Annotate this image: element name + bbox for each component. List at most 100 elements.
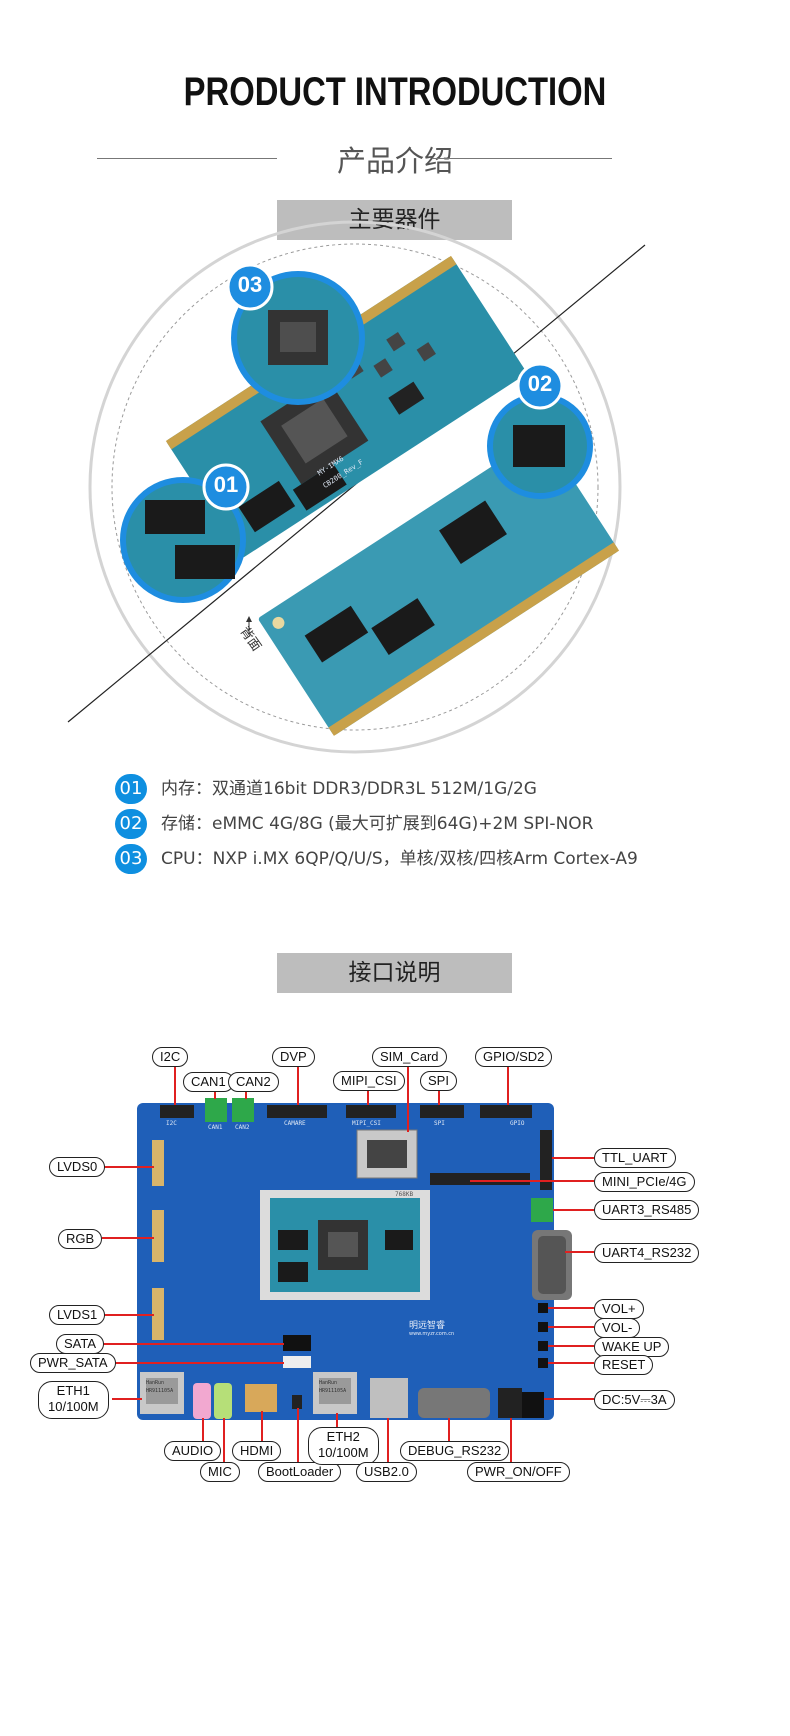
line-eth2	[336, 1413, 338, 1429]
silk-can1: CAN1	[208, 1124, 223, 1131]
badge-03-text: 03	[237, 272, 263, 297]
label-gpio-sd2: GPIO/SD2	[475, 1047, 553, 1067]
label-i2c: I2C	[152, 1047, 189, 1067]
label-dc-5v: DC:5V⎓3A	[594, 1390, 675, 1410]
rs485-terminal	[531, 1198, 553, 1222]
label-mipi-csi: MIPI_CSI	[333, 1071, 405, 1091]
line-wake	[548, 1345, 594, 1347]
label-mic: MIC	[200, 1462, 240, 1482]
line-sata	[102, 1343, 284, 1345]
silk-eth2-chip: HR911105A	[319, 1388, 347, 1394]
label-mini-pcie: MINI_PCIe/4G	[594, 1172, 695, 1192]
line-eth1	[112, 1398, 142, 1400]
feature-text: 存储：eMMC 4G/8G (最大可扩展到64G)+2M SPI-NOR	[161, 814, 594, 834]
btn-wake	[538, 1341, 548, 1351]
line-dvp	[297, 1064, 299, 1105]
badge-01-text: 01	[213, 472, 239, 497]
line-mini-pcie	[470, 1180, 594, 1182]
feature-number: 01	[115, 774, 147, 804]
mic-jack	[214, 1383, 232, 1419]
line-i2c	[174, 1064, 176, 1105]
silk-eth1-chip: HR911105A	[146, 1388, 174, 1394]
silk-gpio: GPIO	[510, 1120, 525, 1127]
label-wake-up: WAKE UP	[594, 1337, 670, 1357]
label-usb: USB2.0	[356, 1462, 417, 1482]
spi-header	[420, 1105, 464, 1118]
line-bootloader	[297, 1408, 299, 1463]
label-uart3-rs485: UART3_RS485	[594, 1200, 700, 1220]
rgb-conn	[152, 1210, 164, 1262]
silk-camare: CAMARE	[284, 1120, 306, 1127]
label-eth2: ETH2 10/100M	[308, 1427, 379, 1465]
label-lvds0: LVDS0	[49, 1157, 106, 1177]
line-spi	[438, 1088, 440, 1105]
label-audio: AUDIO	[164, 1441, 222, 1461]
line-gpio	[507, 1064, 509, 1105]
line-ttl	[552, 1157, 594, 1159]
core-module-illustration	[67, 220, 646, 754]
line-vol-minus	[548, 1326, 594, 1328]
label-dvp: DVP	[272, 1047, 315, 1067]
line-uart4	[565, 1251, 594, 1253]
feature-text: CPU：NXP i.MX 6QP/Q/U/S，单核/双核/四核Arm Corte…	[161, 849, 638, 869]
db9-debug	[418, 1388, 490, 1418]
label-bootloader: BootLoader	[258, 1462, 342, 1482]
dvp-header	[267, 1105, 327, 1118]
line-lvds0	[102, 1166, 154, 1168]
badge-03	[226, 263, 274, 311]
bootloader-switch	[292, 1395, 302, 1409]
label-ttl-uart: TTL_UART	[594, 1148, 676, 1168]
section-banner-components: 主要器件	[277, 200, 512, 240]
board-url: www.myzr.com.cn	[409, 1331, 455, 1337]
label-sim-card: SIM_Card	[372, 1047, 447, 1067]
outer-circle	[88, 220, 622, 754]
badge-01	[202, 463, 250, 511]
badge-02	[516, 362, 564, 410]
line-sim	[407, 1064, 409, 1132]
silk-i2c: I2C	[166, 1120, 177, 1127]
page-title: PRODUCT INTRODUCTION	[183, 70, 607, 114]
silk-eth1-brand: HanRun	[146, 1380, 165, 1386]
usb-port	[370, 1378, 408, 1418]
hdmi-port	[245, 1384, 277, 1412]
i2c-header	[160, 1105, 194, 1118]
section-banner-interfaces: 接口说明	[277, 953, 512, 993]
label-uart4-rs232: UART4_RS232	[594, 1243, 700, 1263]
label-lvds1: LVDS1	[49, 1305, 106, 1325]
silk-spi: SPI	[434, 1120, 445, 1127]
label-pwr-sata: PWR_SATA	[30, 1353, 116, 1373]
line-can1	[214, 1089, 216, 1099]
line-rgb	[102, 1237, 154, 1239]
silk-module-code: 768KB	[395, 1191, 414, 1198]
label-eth2-speed: 10/100M	[318, 1445, 369, 1460]
label-can1: CAN1	[183, 1072, 234, 1092]
line-dc	[544, 1398, 594, 1400]
silk-eth2-brand: HanRun	[319, 1380, 338, 1386]
power-switch	[498, 1388, 522, 1418]
label-pwr-on-off: PWR_ON/OFF	[467, 1462, 570, 1482]
lvds0-conn	[152, 1140, 164, 1186]
badge-02-text: 02	[527, 371, 553, 396]
label-rgb: RGB	[58, 1229, 103, 1249]
btn-vol-plus	[538, 1303, 548, 1313]
inner-dashed-circle	[111, 243, 599, 731]
label-eth2-name: ETH2	[326, 1429, 360, 1444]
line-lvds1	[102, 1314, 154, 1316]
gpio-header	[480, 1105, 532, 1118]
line-reset	[548, 1362, 594, 1364]
line-audio	[202, 1418, 204, 1442]
line-debug	[448, 1418, 450, 1442]
label-eth1-speed: 10/100M	[48, 1399, 99, 1414]
page-subtitle: 产品介绍	[336, 144, 453, 178]
board-brand: 明远智睿	[409, 1321, 446, 1331]
module-back	[258, 434, 620, 736]
btn-vol-minus	[538, 1322, 548, 1332]
can2-terminal	[232, 1098, 254, 1122]
label-spi: SPI	[420, 1071, 457, 1091]
btn-reset	[538, 1358, 548, 1368]
label-can2: CAN2	[228, 1072, 279, 1092]
label-debug-rs232: DEBUG_RS232	[400, 1441, 510, 1461]
